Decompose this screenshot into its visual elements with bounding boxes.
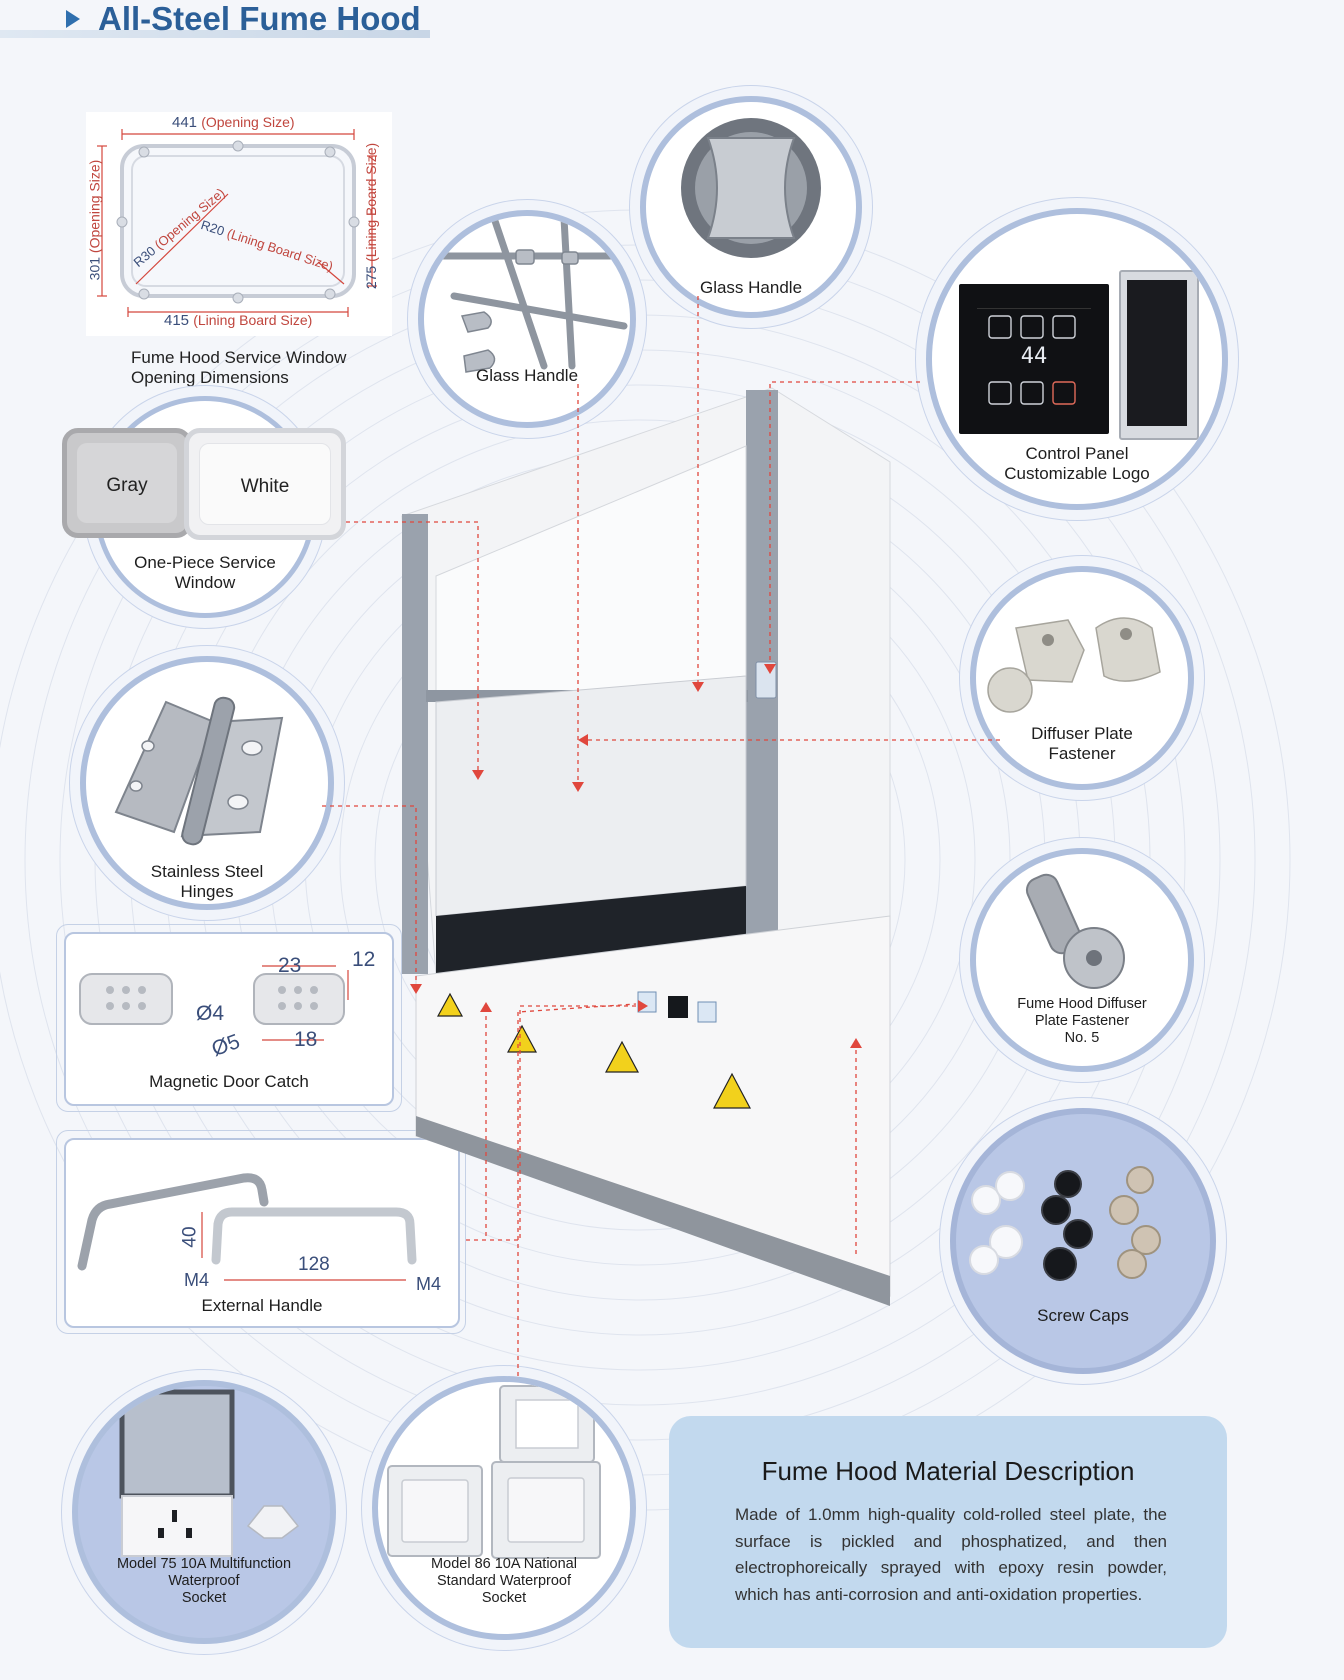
door-catch-length: 23 (278, 954, 302, 977)
control-panel-black: 44 (959, 284, 1109, 434)
door-catch-base: 18 (294, 1028, 318, 1051)
socket-75-caption-line2: Waterproof (168, 1573, 240, 1589)
screw-caps-caption: Screw Caps (1037, 1306, 1129, 1325)
fume-hood-illustration (401, 387, 891, 1306)
opening-width-label: (Opening Size) (201, 114, 295, 130)
color-chip-gray-label: Gray (106, 475, 148, 496)
color-chip-gray[interactable]: Gray (62, 428, 192, 538)
glass-handle-left-caption: Glass Handle (475, 366, 579, 385)
control-panel-caption-line2: Customizable Logo (1004, 464, 1150, 483)
control-panel-caption-line1: Control Panel (1025, 444, 1129, 463)
fume-hood-left-post (402, 514, 428, 974)
external-handle-frame (56, 1130, 466, 1334)
external-handle-thread-left: M4 (184, 1270, 210, 1290)
diffuser-fastener-caption-line2: Fastener (1048, 744, 1116, 763)
diffuser-no5-card: Fume Hood Diffuser Plate Fastener No. 5 (970, 848, 1194, 1072)
hinges-caption-line2: Hinges (180, 882, 234, 901)
hinges-caption-line1: Stainless Steel (150, 862, 264, 881)
control-panel-display: 44 (1020, 344, 1048, 369)
door-catch-width: 12 (352, 948, 376, 971)
door-catch-image (79, 965, 349, 1041)
service-window-color-caption-line2: Window (174, 573, 236, 592)
color-chip-white-inner (199, 443, 331, 525)
socket-75-caption-line3: Socket (181, 1590, 227, 1606)
service-window-caption-line1: Fume Hood Service Window (131, 348, 347, 367)
service-window-caption-line2: Opening Dimensions (131, 368, 289, 387)
screw-caps-card: Screw Caps (950, 1108, 1216, 1374)
door-catch-panel: 23 12 Ø4 Ø5 18 Magnetic Door Catch (64, 932, 394, 1106)
page-header: All-Steel Fume Hood (0, 0, 560, 44)
control-panel-card: 44 Control Panel Customizable Logo (926, 208, 1228, 510)
glass-handle-rods-image (430, 216, 628, 373)
socket-86-caption: Model 86 10A National Standard Waterproo… (378, 1556, 630, 1607)
diffuser-fastener-caption-line1: Diffuser Plate (1031, 724, 1133, 743)
external-handle-span: 128 (298, 1254, 330, 1275)
hinges-card: Stainless Steel Hinges (80, 656, 334, 910)
control-panel-header-strip (977, 298, 1091, 309)
external-handle-caption: External Handle (201, 1296, 323, 1315)
control-panel-caption: Control Panel Customizable Logo (932, 444, 1222, 484)
page-title: All-Steel Fume Hood (98, 0, 421, 37)
glass-handle-top-caption: Glass Handle (699, 278, 803, 297)
door-catch-hole-small: Ø4 (196, 1002, 225, 1025)
door-catch-caption: Magnetic Door Catch (149, 1072, 309, 1091)
control-panel-silver-screen (1127, 280, 1187, 426)
diffuser-no5-caption-line3: No. 5 (1064, 1030, 1100, 1046)
socket-86-image (387, 1385, 601, 1559)
opening-width-value: 441 (172, 114, 198, 131)
diffuser-fastener-image (987, 617, 1161, 713)
hinges-caption: Stainless Steel Hinges (86, 862, 328, 902)
socket-86-card: Model 86 10A National Standard Waterproo… (372, 1376, 636, 1640)
diffuser-no5-image (1025, 873, 1125, 989)
color-chip-gray-inner (77, 443, 177, 523)
diffuser-no5-caption: Fume Hood Diffuser Plate Fastener No. 5 (976, 996, 1188, 1047)
lining-width-value: 415 (164, 312, 190, 329)
control-panel-buttons (988, 315, 1076, 405)
socket-75-caption: Model 75 10A Multifunction Waterproof So… (78, 1556, 330, 1607)
diffuser-fastener-card: Diffuser Plate Fastener (970, 566, 1194, 790)
title-underline (0, 30, 430, 38)
title-arrow-icon (66, 10, 80, 28)
socket-75-card: Model 75 10A Multifunction Waterproof So… (72, 1380, 336, 1644)
glass-handle-rods-card: Glass Handle (418, 210, 636, 428)
material-body: Made of 1.0mm high-quality cold-rolled s… (735, 1505, 1167, 1604)
glass-handle-ring-card: Glass Handle (640, 96, 862, 318)
control-panel-silver (1119, 270, 1199, 440)
screw-caps-image (969, 1166, 1161, 1281)
service-window-color-caption: One-Piece Service Window (99, 553, 311, 593)
glass-handle-ring-image (681, 118, 821, 258)
service-window-drawing (97, 129, 377, 317)
external-handle-thread-right: M4 (416, 1274, 442, 1294)
socket-86-caption-line1: Model 86 10A National (431, 1556, 577, 1572)
diffuser-fastener-caption: Diffuser Plate Fastener (976, 724, 1188, 764)
socket-86-caption-line3: Socket (481, 1590, 527, 1606)
external-handle-image (77, 1173, 417, 1281)
material-description-card: Fume Hood Material Description Made of 1… (669, 1416, 1227, 1648)
service-window-color-caption-line1: One-Piece Service (134, 553, 276, 572)
diffuser-no5-caption-line2: Plate Fastener (1034, 1013, 1130, 1029)
socket-75-caption-line1: Model 75 10A Multifunction (116, 1556, 292, 1572)
material-title: Fume Hood Material Description (761, 1456, 1135, 1486)
color-chip-white-label: White (240, 476, 290, 497)
socket-86-caption-line2: Standard Waterproof (436, 1573, 572, 1589)
service-window-dimensions: 441 (Opening Size) 301 (Opening Size) R3… (86, 112, 392, 336)
service-window-caption: Fume Hood Service Window Opening Dimensi… (131, 348, 346, 388)
lining-width-label: (Lining Board Size) (193, 312, 313, 328)
color-chip-white[interactable]: White (184, 428, 346, 540)
external-handle-panel: 40 128 M4 M4 External Handle (64, 1138, 460, 1328)
hinge-image (114, 696, 284, 846)
door-catch-frame (56, 924, 402, 1112)
socket-75-image (119, 1389, 300, 1557)
diffuser-no5-caption-line1: Fume Hood Diffuser (1017, 996, 1147, 1012)
